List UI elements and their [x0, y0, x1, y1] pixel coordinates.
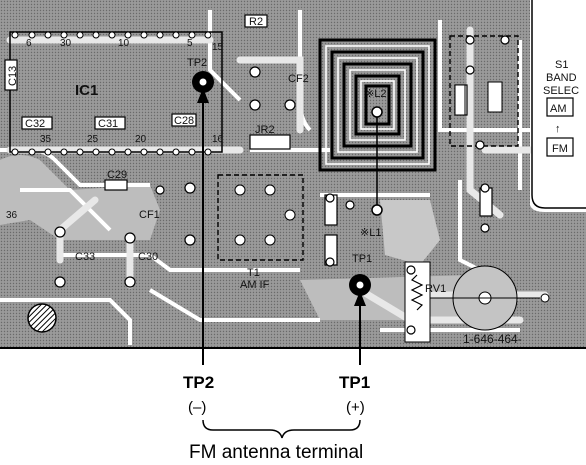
pin-30-label: 30	[60, 38, 72, 49]
rv1-trimmer	[404, 261, 550, 343]
tp2-pad	[192, 71, 214, 93]
fm-antenna-caption: FM antenna terminal	[189, 442, 363, 463]
select-label: SELEC	[543, 85, 579, 97]
pin-6-label: 6	[26, 38, 32, 49]
c13-label: C13	[7, 66, 19, 86]
pin-15-label: 15	[212, 42, 224, 53]
part-number-label: 1-646-464-	[463, 332, 522, 346]
tp1-board-label: TP1	[352, 253, 372, 265]
c33-label: C33	[75, 251, 95, 263]
c32-label: C32	[25, 118, 45, 130]
c31-label: C31	[98, 118, 118, 130]
pin-5-label: 5	[187, 38, 193, 49]
pin-16-label: 16	[212, 134, 224, 145]
mounting-hole	[27, 303, 57, 333]
tp2-sign: (–)	[188, 399, 206, 416]
rv1-label: RV1	[425, 283, 446, 295]
c28-label: C28	[174, 115, 194, 127]
l1-label: ※L1	[360, 227, 381, 239]
fm-box	[546, 137, 574, 157]
band-label: BAND	[546, 72, 577, 84]
r2-label: R2	[249, 16, 263, 28]
cf2-label: CF2	[288, 73, 309, 85]
am-box	[546, 97, 574, 117]
pin-35-label: 35	[40, 134, 52, 145]
am-label: AM	[550, 103, 567, 115]
cf1-label: CF1	[139, 209, 160, 221]
tp2-pointer	[197, 88, 209, 365]
s1-label: S1	[555, 59, 568, 71]
grouping-brace	[202, 419, 361, 439]
component-outlines	[4, 14, 493, 266]
fm-label: FM	[552, 143, 568, 155]
tp2-board-label: TP2	[187, 57, 207, 69]
pin-10-label: 10	[118, 38, 130, 49]
arrow-label: ↑	[555, 123, 561, 135]
t1-transformer	[217, 174, 304, 261]
pcb-board	[0, 0, 586, 348]
pin-36-label: 36	[6, 210, 18, 221]
pin-20-label: 20	[135, 134, 147, 145]
l2-label: ※L2	[365, 88, 386, 100]
ic1-label: IC1	[75, 82, 98, 99]
t1-desc-label: AM IF	[240, 279, 270, 291]
tp1-pad	[349, 274, 371, 296]
tp1-annotation: TP1	[339, 373, 370, 392]
jr2-label: JR2	[255, 124, 275, 136]
tp1-sign: (+)	[346, 399, 365, 416]
pads	[54, 35, 510, 335]
tp2-annotation: TP2	[183, 373, 214, 392]
tp1-pointer	[354, 291, 366, 365]
c29-label: C29	[107, 169, 127, 181]
c30-label: C30	[138, 251, 158, 263]
ic1-chip	[9, 31, 223, 156]
t1-label: T1	[247, 267, 260, 279]
pin-25-label: 25	[87, 134, 99, 145]
